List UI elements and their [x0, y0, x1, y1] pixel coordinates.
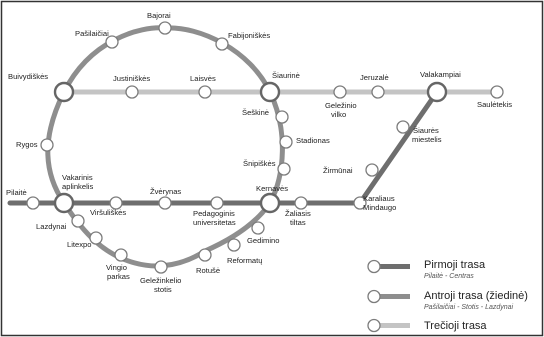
legend-swatch-line-1	[374, 264, 410, 269]
label-lazdynai: Lazdynai	[36, 222, 67, 231]
label-pilaite: Pilaitė	[6, 188, 27, 197]
label-buivydiskes: Buivydiškės	[8, 72, 48, 81]
legend-item-line-2: Antroji trasa (žiedinė) Pašilaičiai - St…	[367, 289, 528, 311]
station-rotuse[interactable]	[198, 248, 212, 262]
label-pedagoginis-1: Pedagoginis	[193, 209, 235, 218]
label-rotuse: Rotušė	[196, 266, 220, 275]
labels-layer: Bajorai Pašilaičiai Fabijoniškės Buivydi…	[6, 11, 512, 294]
legend-title-line-1: Pirmoji trasa	[424, 259, 486, 271]
station-fabijoniskes[interactable]	[215, 37, 229, 51]
label-stadionas: Stadionas	[296, 136, 330, 145]
label-zirmunai: Žirmūnai	[323, 166, 353, 175]
legend-station-icon	[367, 318, 381, 333]
station-karaliaus-mindaugo[interactable]	[353, 196, 367, 210]
station-lazdynai[interactable]	[71, 214, 85, 228]
station-laisves[interactable]	[198, 85, 212, 99]
label-siaurine: Šiaurinė	[272, 71, 300, 80]
station-seskine[interactable]	[275, 110, 289, 124]
legend-item-line-3: Trečioji trasa	[367, 318, 487, 333]
legend-title-line-2: Antroji trasa (žiedinė)	[424, 290, 528, 302]
station-zverynas[interactable]	[158, 196, 172, 210]
label-zaliasis-1: Žaliasis	[285, 209, 311, 218]
station-valakampiai[interactable]	[426, 81, 448, 103]
station-stadionas[interactable]	[279, 135, 293, 149]
label-sauletekis: Saulėtekis	[477, 100, 512, 109]
label-valakampiai: Valakampiai	[420, 70, 461, 79]
station-reformatu[interactable]	[227, 238, 241, 252]
label-snipiskes: Šnipiškės	[243, 159, 276, 168]
legend: Pirmoji trasa Pilaitė - Centras Antroji …	[367, 259, 528, 333]
station-siaures-miestelis[interactable]	[396, 120, 410, 134]
station-pasilaiciai[interactable]	[105, 35, 119, 49]
legend-station-icon	[367, 259, 381, 274]
station-rygos[interactable]	[40, 138, 54, 152]
label-fabijoniskes: Fabijoniškės	[228, 31, 270, 40]
label-vakarinis-2: aplinkelis	[62, 182, 93, 191]
label-vingio-1: Vingio	[106, 263, 127, 272]
label-gelezinkelio-2: stotis	[154, 285, 172, 294]
label-rygos: Rygos	[16, 140, 38, 149]
label-reformatu: Reformatų	[227, 256, 262, 265]
station-pedagoginis[interactable]	[210, 196, 224, 210]
label-gedimino: Gedimino	[247, 236, 280, 245]
legend-item-line-1: Pirmoji trasa Pilaitė - Centras	[367, 259, 486, 280]
label-kernaves: Kernavės	[256, 184, 288, 193]
station-sauletekis[interactable]	[490, 85, 504, 99]
legend-swatch-line-3	[374, 323, 410, 328]
station-zaliasis-tiltas[interactable]	[294, 196, 308, 210]
label-laisves: Laisvės	[190, 74, 216, 83]
legend-station-icon	[367, 289, 381, 304]
station-gelezinkelio-stotis[interactable]	[154, 260, 168, 274]
station-kernaves[interactable]	[259, 192, 281, 214]
label-justiniskes: Justiniškės	[113, 74, 150, 83]
line-2-track	[45, 25, 285, 269]
label-gelezinio-vilko-1: Geležinio	[325, 101, 357, 110]
label-bajorai: Bajorai	[147, 11, 171, 20]
label-pedagoginis-2: universitetas	[193, 218, 236, 227]
station-vakarinis[interactable]	[53, 192, 75, 214]
station-pilaite[interactable]	[26, 196, 40, 210]
station-gelezinio-vilko[interactable]	[333, 85, 347, 99]
station-zirmunai[interactable]	[365, 163, 379, 177]
label-jeruzale: Jeruzalė	[360, 73, 389, 82]
label-seskine: Šeškinė	[242, 108, 269, 117]
label-siaures-miestelis-1: Šiaurės	[413, 126, 439, 135]
station-gedimino[interactable]	[251, 221, 265, 235]
label-pasilaiciai: Pašilaičiai	[75, 29, 109, 38]
station-snipiskes[interactable]	[277, 162, 291, 176]
label-karaliaus-2: Mindaugo	[363, 203, 396, 212]
station-virsuliskes[interactable]	[109, 196, 123, 210]
label-vakarinis-1: Vakarinis	[62, 173, 93, 182]
legend-swatch-line-2	[374, 294, 410, 299]
stations-layer	[26, 21, 504, 274]
label-gelezinkelio-1: Geležinkelio	[140, 276, 181, 285]
label-vingio-2: parkas	[107, 272, 130, 281]
station-siaurine[interactable]	[259, 81, 281, 103]
label-karaliaus-1: Karaliaus	[363, 194, 395, 203]
label-virsuliskes: Viršuliškės	[90, 208, 126, 217]
station-buivydiskes[interactable]	[53, 81, 75, 103]
legend-subtitle-line-2: Pašilaičiai - Stotis - Lazdynai	[424, 304, 514, 311]
label-zverynas: Žvėrynas	[150, 187, 181, 196]
label-gelezinio-vilko-2: vilko	[331, 110, 346, 119]
station-bajorai[interactable]	[158, 21, 172, 35]
station-vingio-parkas[interactable]	[114, 248, 128, 262]
station-justiniskes[interactable]	[125, 85, 139, 99]
legend-title-line-3: Trečioji trasa	[424, 320, 487, 332]
label-litexpo: Litexpo	[67, 240, 92, 249]
station-jeruzale[interactable]	[371, 85, 385, 99]
label-siaures-miestelis-2: miestelis	[412, 135, 442, 144]
station-litexpo[interactable]	[89, 231, 103, 245]
line-1-track	[7, 89, 440, 206]
legend-subtitle-line-1: Pilaitė - Centras	[424, 273, 474, 280]
label-zaliasis-2: tiltas	[290, 218, 306, 227]
